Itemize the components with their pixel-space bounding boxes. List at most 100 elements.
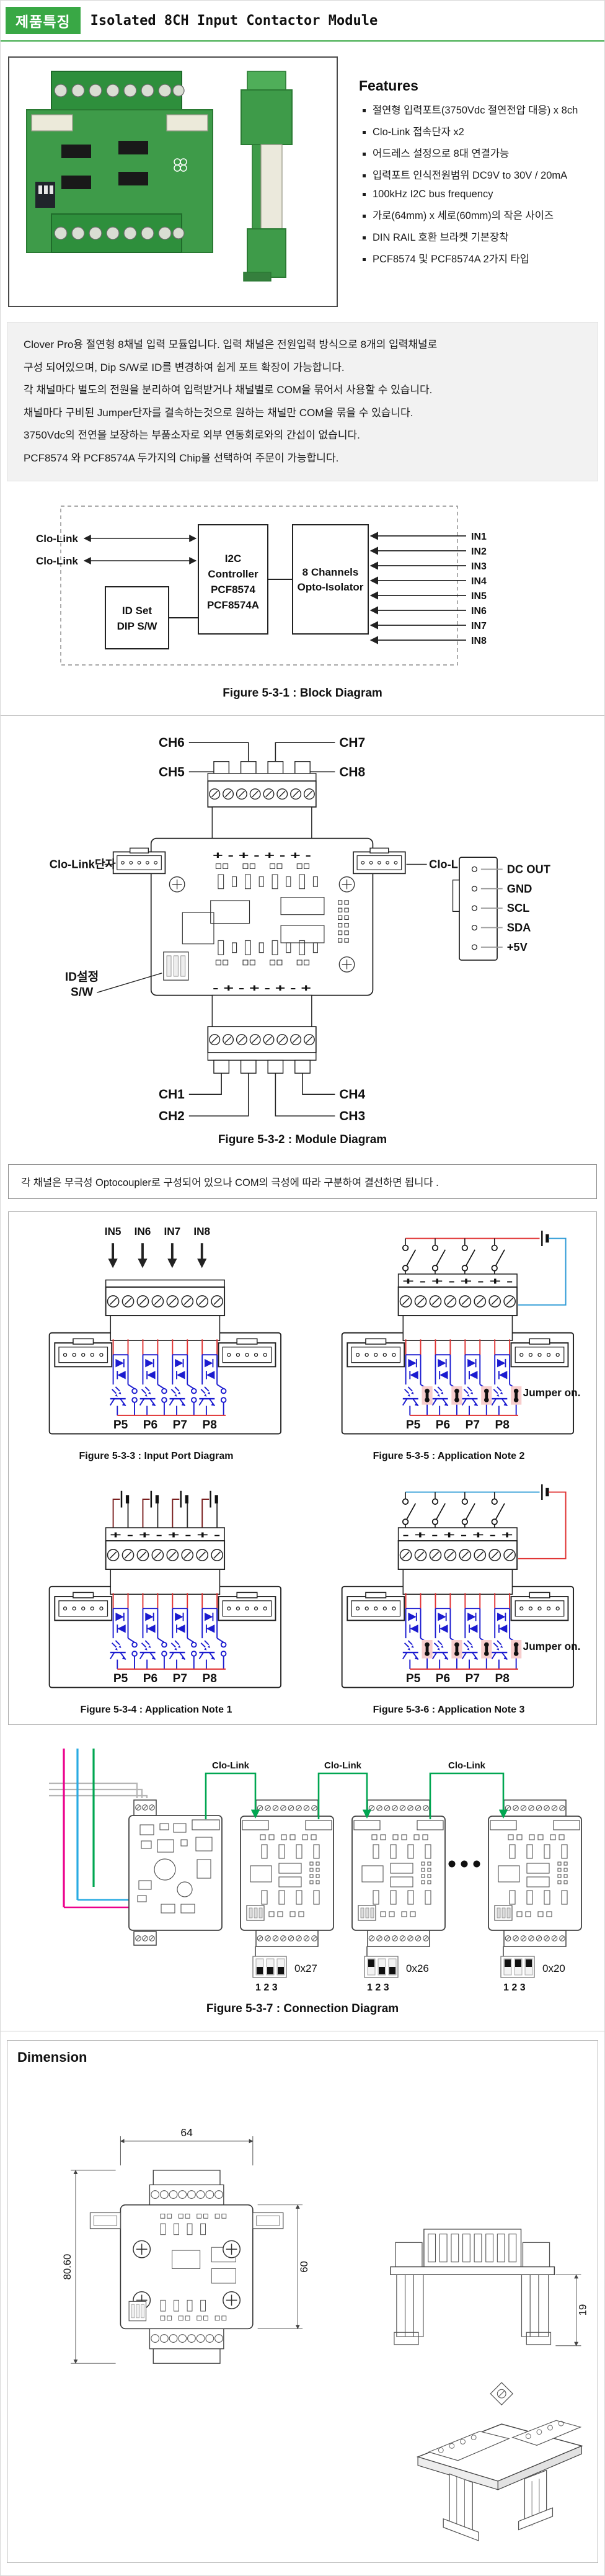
figure-caption: Figure 5-3-4 : Application Note 1 <box>80 1705 232 1716</box>
description-line: 채널마다 구비된 Jumper단자를 결속하는것으로 원하는 채널만 COM을 … <box>24 406 413 419</box>
jumper-on-label: Jumper on. <box>523 1387 581 1399</box>
page-title: Isolated 8CH Input Contactor Module <box>90 12 378 29</box>
svg-text:CH1: CH1 <box>159 1087 185 1102</box>
left-terminal-label: Clo-Link단자 <box>50 858 116 871</box>
svg-text:CH7: CH7 <box>339 736 365 750</box>
svg-text:P8: P8 <box>202 1672 217 1685</box>
polarity-row: + - + - + - + - <box>110 1530 220 1541</box>
svg-text:CH5: CH5 <box>159 765 185 780</box>
dim-board-height: 60 <box>298 2262 310 2273</box>
feature-item: 가로(64mm) x 세로(60mm)의 작은 사이즈 <box>373 207 578 222</box>
feature-item: DIN RAIL 호환 브라켓 기본장착 <box>373 229 578 244</box>
io-pin-connector: DC OUT GND SCL SDA +5V <box>452 857 550 961</box>
figure-app-note-2: + - + - + - + - Jumper on. P5 P6 P7 P8 F… <box>309 1217 588 1462</box>
polarity-row: + - + - + - + - <box>402 1277 513 1287</box>
intro-row: Features 절연형 입력포트(3750Vdc 절연전압 대응) x 8ch… <box>8 56 597 307</box>
svg-text:CH3: CH3 <box>339 1109 365 1123</box>
side-view-drawing: 19 <box>390 2229 588 2346</box>
feature-item: PCF8574 및 PCF8574A 2가지 타입 <box>373 251 578 265</box>
figure-caption: Figure 5-3-1 : Block Diagram <box>223 687 382 700</box>
clolink-label: Clo-Link <box>212 1760 250 1771</box>
clolink-label: Clo-Link <box>324 1760 362 1771</box>
svg-text:IN4: IN4 <box>471 576 487 587</box>
svg-text:DIP S/W: DIP S/W <box>117 620 158 632</box>
polarity-row-bottom: - + - + - + - + <box>213 983 311 994</box>
svg-text:P6: P6 <box>436 1419 450 1432</box>
svg-text:CH6: CH6 <box>159 736 185 750</box>
svg-text:IN5: IN5 <box>105 1225 121 1237</box>
polarity-row: - + - + - + - + <box>402 1530 513 1541</box>
description-line: 각 채널마다 별도의 전원을 분리하여 입력받거나 채널별로 COM을 묶어서 … <box>24 384 433 396</box>
application-figures: IN5 IN6 IN7 IN8 P5 P6 P7 <box>8 1211 597 1726</box>
i2c-address: 0x26 <box>406 1963 429 1974</box>
svg-text:IN8: IN8 <box>193 1225 210 1237</box>
figure-app-note-3: - + - + - + - + Jumper on. P5 P6 P7 P8 F… <box>309 1471 588 1716</box>
feature-item: 어드레스 설정으로 8대 연결가능 <box>373 145 578 160</box>
svg-text:P6: P6 <box>436 1672 450 1685</box>
features-heading: Features <box>359 78 418 94</box>
block-diagram: Clo-Link Clo-Link I2C Controller PCF8574… <box>36 506 487 666</box>
top-view-drawing <box>89 2170 284 2364</box>
dimension-section: Dimension 64 80.60 60 <box>7 2040 598 2564</box>
id-switch-label: ID설정 <box>65 970 99 984</box>
svg-text:8 Channels: 8 Channels <box>302 566 359 578</box>
svg-text:I2C: I2C <box>225 553 241 564</box>
clolink-label: Clo-Link <box>36 533 79 545</box>
section-divider <box>1 715 604 716</box>
svg-text:P8: P8 <box>495 1672 510 1685</box>
svg-text:CH4: CH4 <box>339 1087 365 1102</box>
dip-address-0x20: 0x20 1 2 3 <box>500 1946 565 1993</box>
figure-caption: Figure 5-3-3 : Input Port Diagram <box>79 1451 234 1462</box>
features-section: Features 절연형 입력포트(3750Vdc 절연전압 대응) x 8ch… <box>359 56 578 307</box>
isometric-view-drawing <box>416 2382 583 2542</box>
svg-text:P5: P5 <box>406 1672 421 1685</box>
svg-text:P5: P5 <box>113 1419 128 1432</box>
svg-text:IN6: IN6 <box>135 1225 151 1237</box>
svg-text:IN7: IN7 <box>471 621 487 631</box>
module-diagram-figure: CH6 CH5 CH7 CH8 + - + - + - + - <box>1 722 604 1147</box>
pin-label: DC OUT <box>507 863 550 876</box>
pin-label: SDA <box>507 921 531 934</box>
block-diagram-figure: Clo-Link Clo-Link I2C Controller PCF8574… <box>1 492 604 700</box>
dip-label: 1 2 3 <box>503 1982 526 1993</box>
svg-text:IN7: IN7 <box>164 1225 180 1237</box>
svg-text:Opto-Isolator: Opto-Isolator <box>298 581 364 593</box>
product-side-view <box>241 71 293 282</box>
svg-text:P7: P7 <box>173 1419 187 1432</box>
figure-app-note-1: + - + - + - + - P5 P6 P7 P8 Figure 5-3-4… <box>17 1471 296 1716</box>
dim-width: 64 <box>180 2126 193 2139</box>
svg-text:IN2: IN2 <box>471 546 487 557</box>
svg-text:IN3: IN3 <box>471 561 487 572</box>
svg-text:P7: P7 <box>466 1672 480 1685</box>
figure-caption: Figure 5-3-6 : Application Note 3 <box>373 1705 525 1716</box>
page-header: 제품특징 Isolated 8CH Input Contactor Module <box>1 4 604 42</box>
feature-item: 입력포트 인식전원범위 DC9V to 30V / 20mA <box>373 167 578 182</box>
i2c-address: 0x20 <box>542 1963 565 1974</box>
polarity-row-top: + - + - + - + - <box>213 850 311 862</box>
product-photo <box>8 56 338 307</box>
svg-text:Controller: Controller <box>208 568 258 580</box>
dip-label: 1 2 3 <box>255 1982 278 1993</box>
svg-text:P8: P8 <box>202 1419 217 1432</box>
features-list: 절연형 입력포트(3750Vdc 절연전압 대응) x 8ch Clo-Link… <box>359 102 578 265</box>
description-line: 구성 되어있으며, Dip S/W로 ID를 변경하여 쉽게 포트 확장이 가능… <box>24 361 345 373</box>
product-photo-art <box>26 71 293 282</box>
svg-text:PCF8574: PCF8574 <box>211 584 255 595</box>
description-line: PCF8574 와 PCF8574A 두가지의 Chip을 선택하여 주문이 가… <box>24 452 339 464</box>
svg-text:1 2 3: 1 2 3 <box>367 1982 389 1993</box>
svg-text:P5: P5 <box>113 1672 128 1685</box>
dim-total-height: 80.60 <box>61 2254 73 2280</box>
feature-item: Clo-Link 접속단자 x2 <box>373 123 578 138</box>
description-line: Clover Pro용 절연형 8채널 입력 모듈입니다. 입력 채널은 전원입… <box>24 339 438 350</box>
svg-text:P5: P5 <box>406 1419 421 1432</box>
connection-diagram-figure: Clo-Link Clo-Link Clo-Link 0x27 1 2 3 0x… <box>1 1741 604 2016</box>
svg-text:CH2: CH2 <box>159 1109 185 1123</box>
dip-address-0x26: 0x26 1 2 3 <box>364 1946 429 1993</box>
svg-text:ID Set: ID Set <box>122 605 152 617</box>
jumper-on-label: Jumper on. <box>523 1641 581 1653</box>
svg-text:P7: P7 <box>466 1419 480 1432</box>
svg-text:S/W: S/W <box>71 986 94 999</box>
svg-text:P8: P8 <box>495 1419 510 1432</box>
description-line: 3750Vdc의 전연을 보장하는 부품소자로 외부 연동회로와의 간섭이 없습… <box>24 429 360 442</box>
